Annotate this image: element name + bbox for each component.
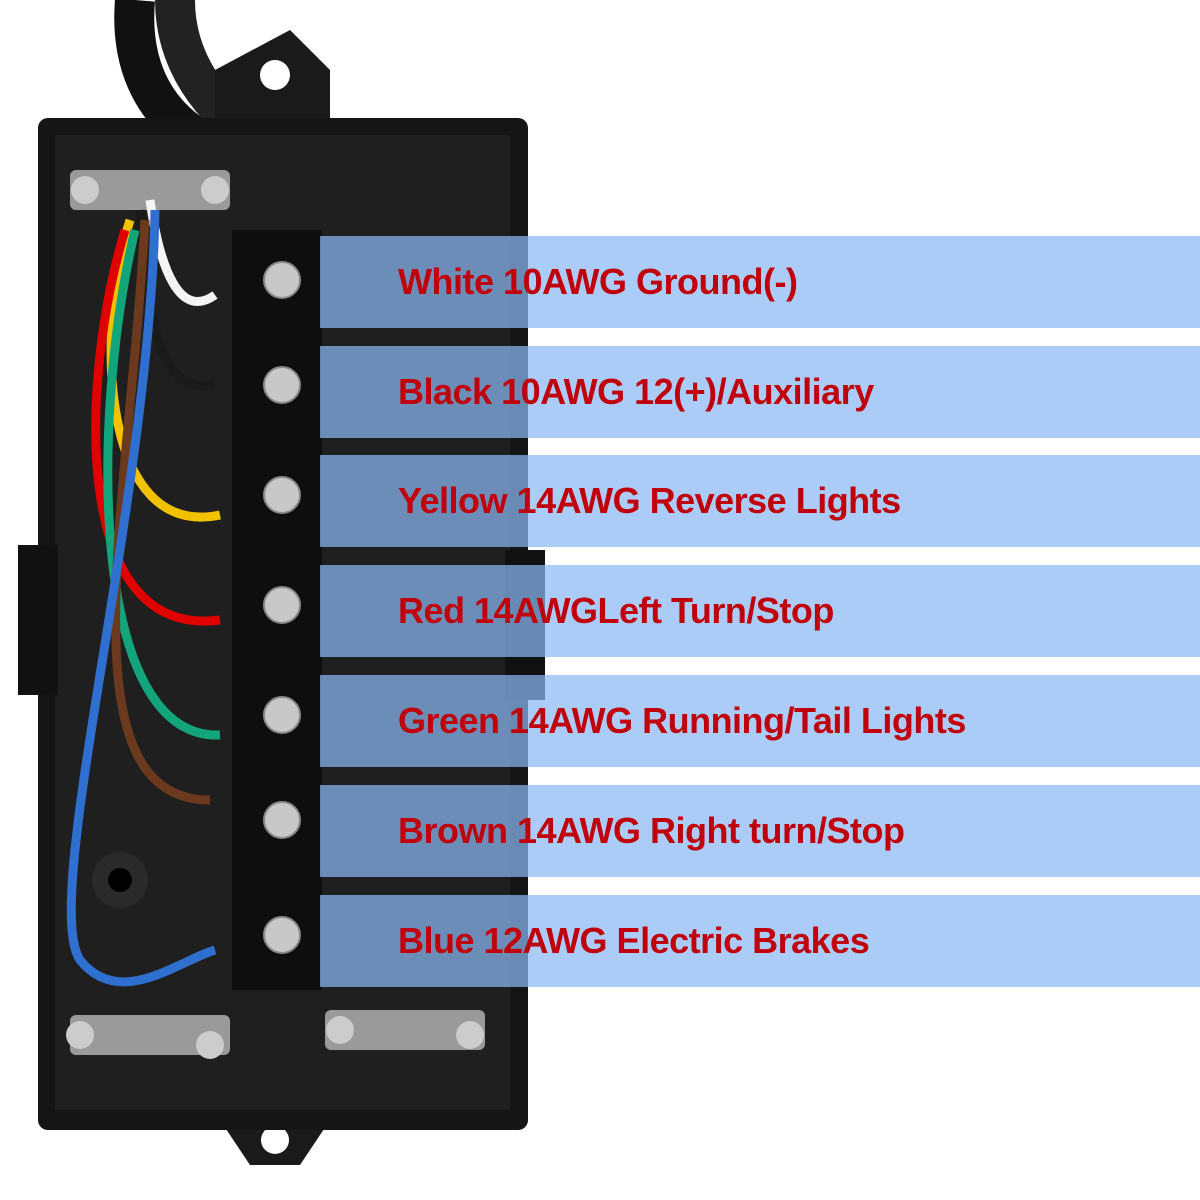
wire-label-text: Brown 14AWG Right turn/Stop (398, 810, 905, 851)
wire-label-yellow: Yellow 14AWG Reverse Lights (320, 455, 1200, 547)
wire-label-text: Black 10AWG 12(+)/Auxiliary (398, 371, 874, 412)
wire-label-blue: Blue 12AWG Electric Brakes (320, 895, 1200, 987)
wire-label-white: White 10AWG Ground(-) (320, 236, 1200, 328)
wire-label-black: Black 10AWG 12(+)/Auxiliary (320, 346, 1200, 438)
wire-label-red: Red 14AWGLeft Turn/Stop (320, 565, 1200, 657)
wire-label-text: White 10AWG Ground(-) (398, 261, 798, 302)
wire-label-green: Green 14AWG Running/Tail Lights (320, 675, 1200, 767)
wire-label-text: Yellow 14AWG Reverse Lights (398, 480, 901, 521)
wire-label-brown: Brown 14AWG Right turn/Stop (320, 785, 1200, 877)
wire-label-text: Blue 12AWG Electric Brakes (398, 920, 870, 961)
wire-label-text: Green 14AWG Running/Tail Lights (398, 700, 966, 741)
wire-label-text: Red 14AWGLeft Turn/Stop (398, 590, 834, 631)
